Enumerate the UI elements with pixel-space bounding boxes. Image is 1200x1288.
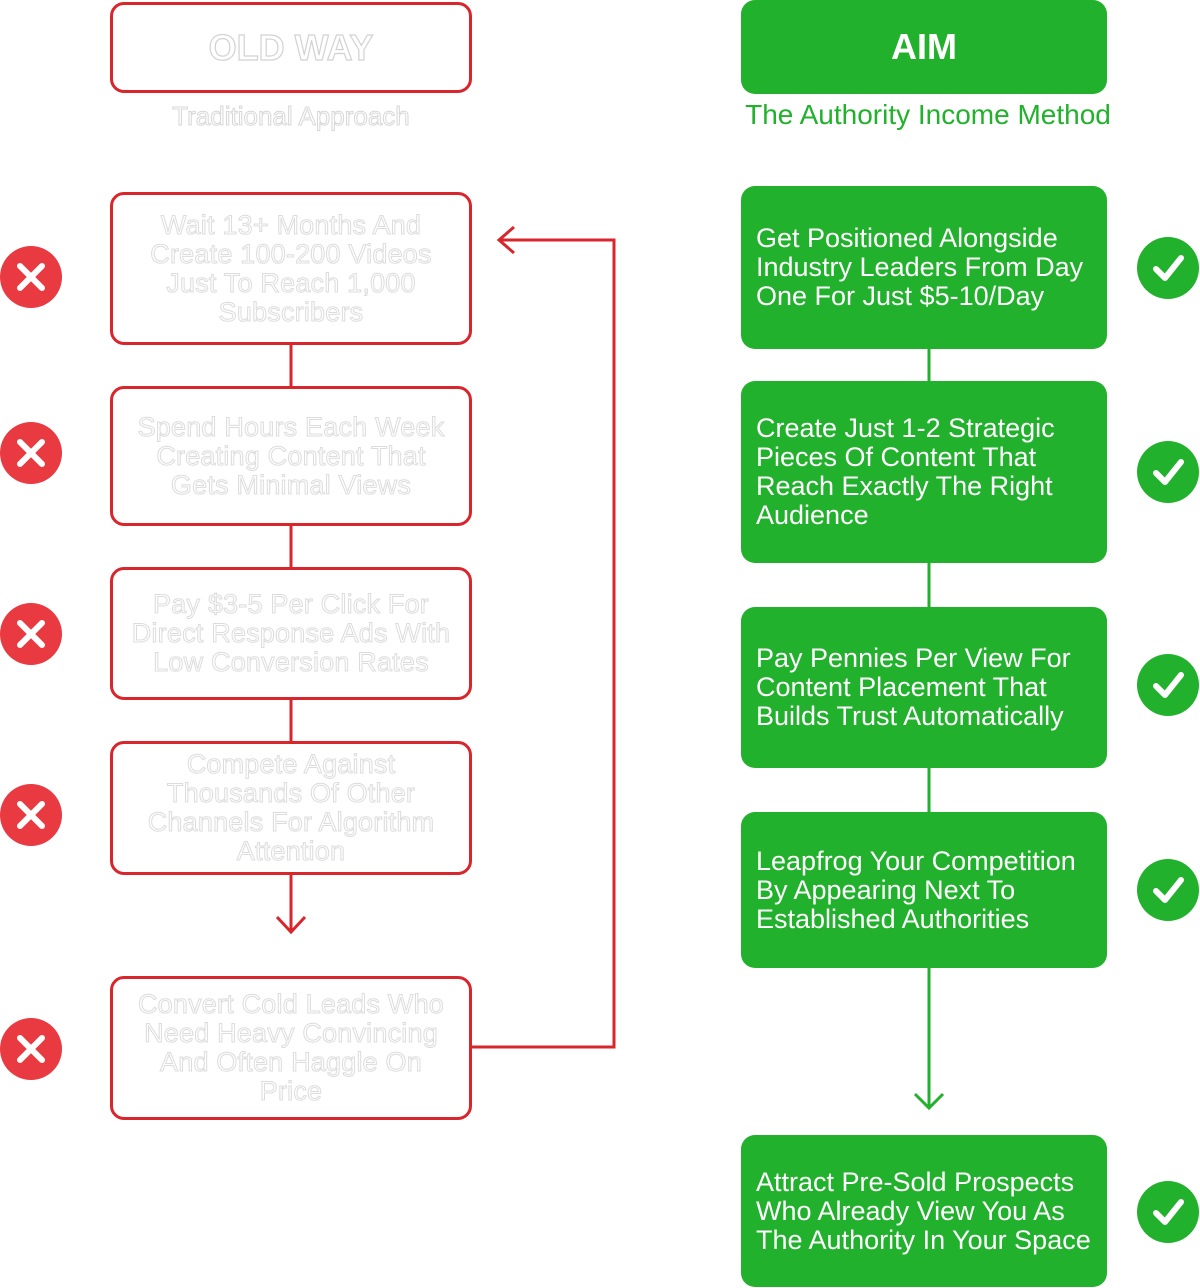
old-step-1-text: Wait 13+ Months And Create 100-200 Video… — [150, 209, 432, 327]
old-step-3: Pay $3-5 Per Click For Direct Response A… — [110, 567, 472, 700]
aim-step-1: Get Positioned Alongside Industry Leader… — [741, 186, 1107, 349]
aim-step-2: Create Just 1-2 Strategic Pieces Of Cont… — [741, 381, 1107, 563]
x-circle-icon — [0, 784, 62, 846]
aim-title: AIM — [891, 26, 957, 67]
old-step-5: Convert Cold Leads Who Need Heavy Convin… — [110, 976, 472, 1120]
aim-step-1-text: Get Positioned Alongside Industry Leader… — [756, 223, 1084, 311]
old-arrowhead-down — [275, 915, 307, 935]
aim-step-3: Pay Pennies Per View For Content Placeme… — [741, 607, 1107, 768]
x-circle-icon — [0, 1018, 62, 1080]
check-circle-icon — [1137, 859, 1199, 921]
aim-step-3-text: Pay Pennies Per View For Content Placeme… — [756, 643, 1071, 731]
old-step-4-text: Compete Against Thousands Of Other Chann… — [147, 749, 435, 866]
old-loop-back-line — [472, 238, 616, 1049]
aim-subtitle: The Authority Income Method — [745, 99, 1111, 130]
aim-step-4: Leapfrog Your Competition By Appearing N… — [741, 812, 1107, 968]
old-way-header: OLD WAY — [110, 2, 472, 93]
old-way-subtitle: Traditional Approach — [172, 101, 411, 132]
old-step-2: Spend Hours Each Week Creating Content T… — [110, 386, 472, 526]
old-arrowhead-left — [496, 225, 515, 255]
aim-header: AIM — [741, 0, 1107, 94]
x-circle-icon — [0, 422, 62, 484]
check-circle-icon — [1137, 1181, 1199, 1243]
old-step-1: Wait 13+ Months And Create 100-200 Video… — [110, 192, 472, 345]
old-step-5-text: Convert Cold Leads Who Need Heavy Convin… — [137, 989, 445, 1106]
old-step-4: Compete Against Thousands Of Other Chann… — [110, 741, 472, 875]
check-circle-icon — [1137, 441, 1199, 503]
x-circle-icon — [0, 246, 62, 308]
old-way-title: OLD WAY — [208, 26, 374, 68]
aim-step-2-text: Create Just 1-2 Strategic Pieces Of Cont… — [756, 413, 1055, 530]
aim-step-5-text: Attract Pre-Sold Prospects Who Already V… — [756, 1166, 1091, 1255]
aim-step-4-text: Leapfrog Your Competition By Appearing N… — [756, 845, 1076, 934]
aim-step-5: Attract Pre-Sold Prospects Who Already V… — [741, 1135, 1107, 1287]
x-circle-icon — [0, 603, 62, 665]
old-step-2-text: Spend Hours Each Week Creating Content T… — [137, 411, 445, 500]
aim-arrowhead-down — [913, 1092, 945, 1111]
old-step-3-text: Pay $3-5 Per Click For Direct Response A… — [131, 589, 451, 677]
check-circle-icon — [1137, 654, 1199, 716]
check-circle-icon — [1137, 237, 1199, 299]
